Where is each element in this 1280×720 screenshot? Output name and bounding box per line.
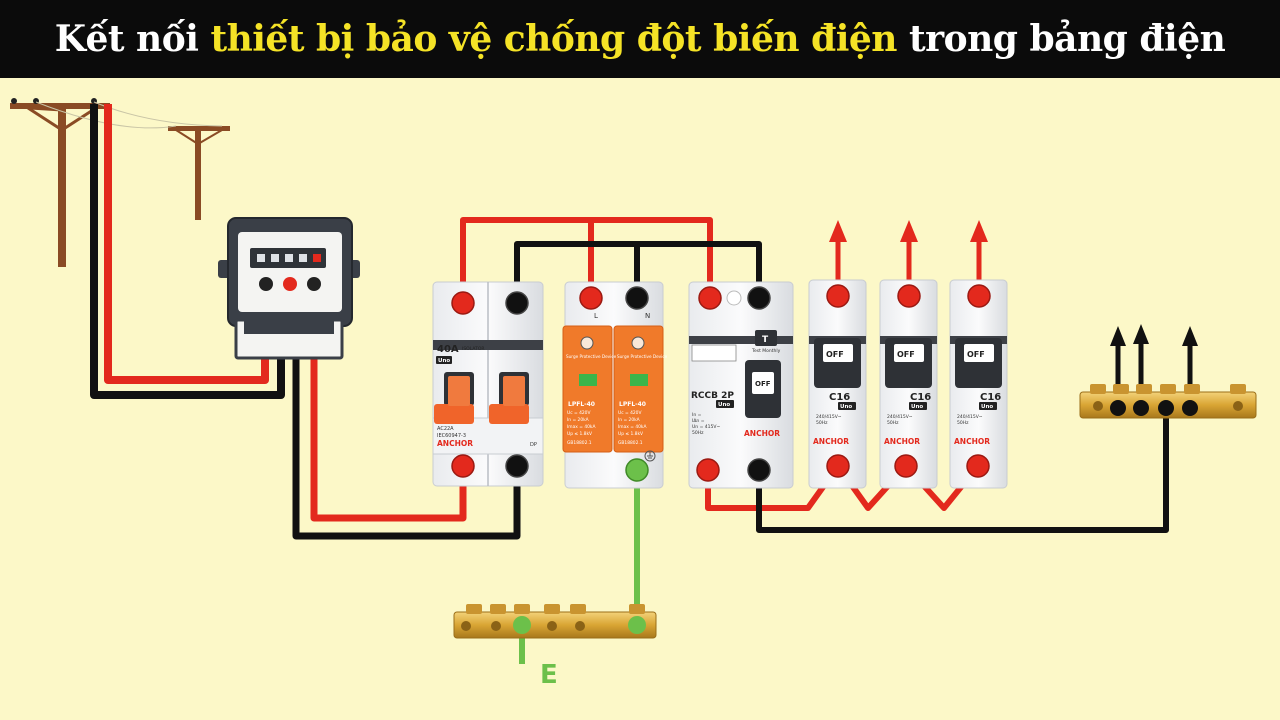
isolator-switch: 40A ISOLATOR Uno AC22A IEC60947-3 ANCHOR…	[432, 281, 544, 487]
wire-live-meter-out	[310, 330, 467, 522]
spd-terminal-l: L	[594, 312, 598, 320]
isolator-pole: DP	[530, 442, 537, 448]
arrow-up-icon	[1133, 324, 1149, 344]
spd-uc-l: Uc = 420V	[567, 410, 590, 416]
mcb-2: OFF C16 Uno 240/415V~ 50Hz ANCHOR	[879, 279, 938, 489]
arrow-up-icon	[1182, 326, 1198, 346]
rccb-brand: Uno	[718, 402, 730, 408]
mcb-1-spec: 240/415V~	[816, 414, 842, 420]
spd-device-name-l: Surge Protective Device	[566, 354, 617, 359]
mcb-1-maker: ANCHOR	[813, 437, 849, 446]
spd-device-name-n: Surge Protective Device	[617, 354, 668, 359]
mcb-3-freq: 50Hz	[957, 420, 969, 426]
spd-model-n: LPFL-40	[619, 401, 646, 408]
wire-neutral-rccb-out	[756, 410, 1169, 533]
arrow-up-icon	[970, 220, 988, 242]
mcb-3-brand: Uno	[981, 404, 993, 410]
rccb-rating-ian: IΔn =	[692, 418, 705, 424]
isolator-brand: Uno	[438, 358, 450, 364]
neutral-busbar	[1079, 384, 1257, 419]
isolator-standard: IEC60947-3	[437, 433, 466, 439]
spd-up-n: Up ≤ 1.8kV	[618, 431, 643, 437]
mcb-1-state: OFF	[826, 350, 844, 359]
page-title: Kết nối thiết bị bảo vệ chống đột biến đ…	[55, 18, 1226, 60]
output-arrows	[829, 220, 1198, 346]
title-highlight: thiết bị bảo vệ chống đột biến điện	[210, 18, 897, 60]
spd-imax-n: Imax = 40kA	[618, 424, 646, 430]
mcb-1-freq: 50Hz	[816, 420, 828, 426]
title-banner: Kết nối thiết bị bảo vệ chống đột biến đ…	[0, 0, 1280, 78]
mcb-2-rating: C16	[910, 392, 931, 403]
mcb-3-spec: 240/415V~	[957, 414, 983, 420]
mcb-2-brand: Uno	[911, 404, 923, 410]
spd-up-l: Up ≤ 1.8kV	[567, 431, 592, 437]
mcb-1: OFF C16 Uno 240/415V~ 50Hz ANCHOR	[808, 279, 867, 489]
wire-neutral-meter-out	[292, 330, 521, 540]
spd-in-l: In = 20kA	[567, 417, 589, 423]
earth-symbol-icon	[644, 450, 656, 462]
spd-in-n: In = 20kA	[618, 417, 640, 423]
mcb-3: OFF C16 Uno 240/415V~ 50Hz ANCHOR	[949, 279, 1008, 489]
wire-neutral-service	[90, 104, 285, 399]
arrow-up-icon	[1110, 326, 1126, 346]
rccb-rating-in: In =	[692, 412, 702, 418]
spd-imax-l: Imax = 40kA	[567, 424, 595, 430]
isolator-rating: 40A	[437, 344, 459, 355]
arrow-up-icon	[829, 220, 847, 242]
rccb-test-button: T	[762, 335, 769, 345]
rccb-maker: ANCHOR	[744, 429, 780, 438]
energy-meter	[218, 217, 360, 360]
spd-uc-n: Uc = 420V	[618, 410, 641, 416]
rccb: T Test Monthly OFF RCCB 2P Uno In = IΔn …	[688, 281, 794, 489]
mcb-2-freq: 50Hz	[887, 420, 899, 426]
rccb-freq: 50Hz	[692, 430, 704, 436]
mcb-3-rating: C16	[980, 392, 1001, 403]
rccb-test-label: Test Monthly	[751, 348, 781, 354]
arrow-up-icon	[900, 220, 918, 242]
mcb-1-brand: Uno	[840, 404, 852, 410]
isolator-maker: ANCHOR	[437, 439, 473, 448]
earth-busbar	[453, 604, 657, 639]
spd-terminal-n: N	[645, 312, 650, 320]
surge-protective-device: L N Surge Protective Device Surge Protec…	[562, 281, 668, 489]
title-part-1: Kết nối	[54, 18, 211, 60]
mcb-2-state: OFF	[897, 350, 915, 359]
spd-model-l: LPFL-40	[568, 401, 595, 408]
rccb-name: RCCB 2P	[691, 391, 734, 401]
spd-standard-n: GB18802.1	[618, 440, 643, 446]
wire-live-top-bus	[460, 217, 713, 303]
mcb-2-spec: 240/415V~	[887, 414, 913, 420]
isolator-model: AC22A	[437, 426, 454, 432]
rccb-voltage: Un = 415V~	[692, 424, 720, 430]
rccb-off-label: OFF	[755, 380, 771, 388]
mcb-3-state: OFF	[967, 350, 985, 359]
wiring-diagram: 40A ISOLATOR Uno AC22A IEC60947-3 ANCHOR…	[10, 98, 1257, 690]
mcb-2-maker: ANCHOR	[884, 437, 920, 446]
mcb-3-maker: ANCHOR	[954, 437, 990, 446]
title-part-2: trong bảng điện	[896, 18, 1226, 60]
terminals	[451, 284, 991, 482]
isolator-tag: ISOLATOR	[462, 346, 484, 352]
spd-standard-l: GB18802.1	[567, 440, 592, 446]
utility-poles	[10, 98, 230, 267]
earth-label: E	[540, 660, 558, 690]
mcb-1-rating: C16	[829, 392, 850, 403]
